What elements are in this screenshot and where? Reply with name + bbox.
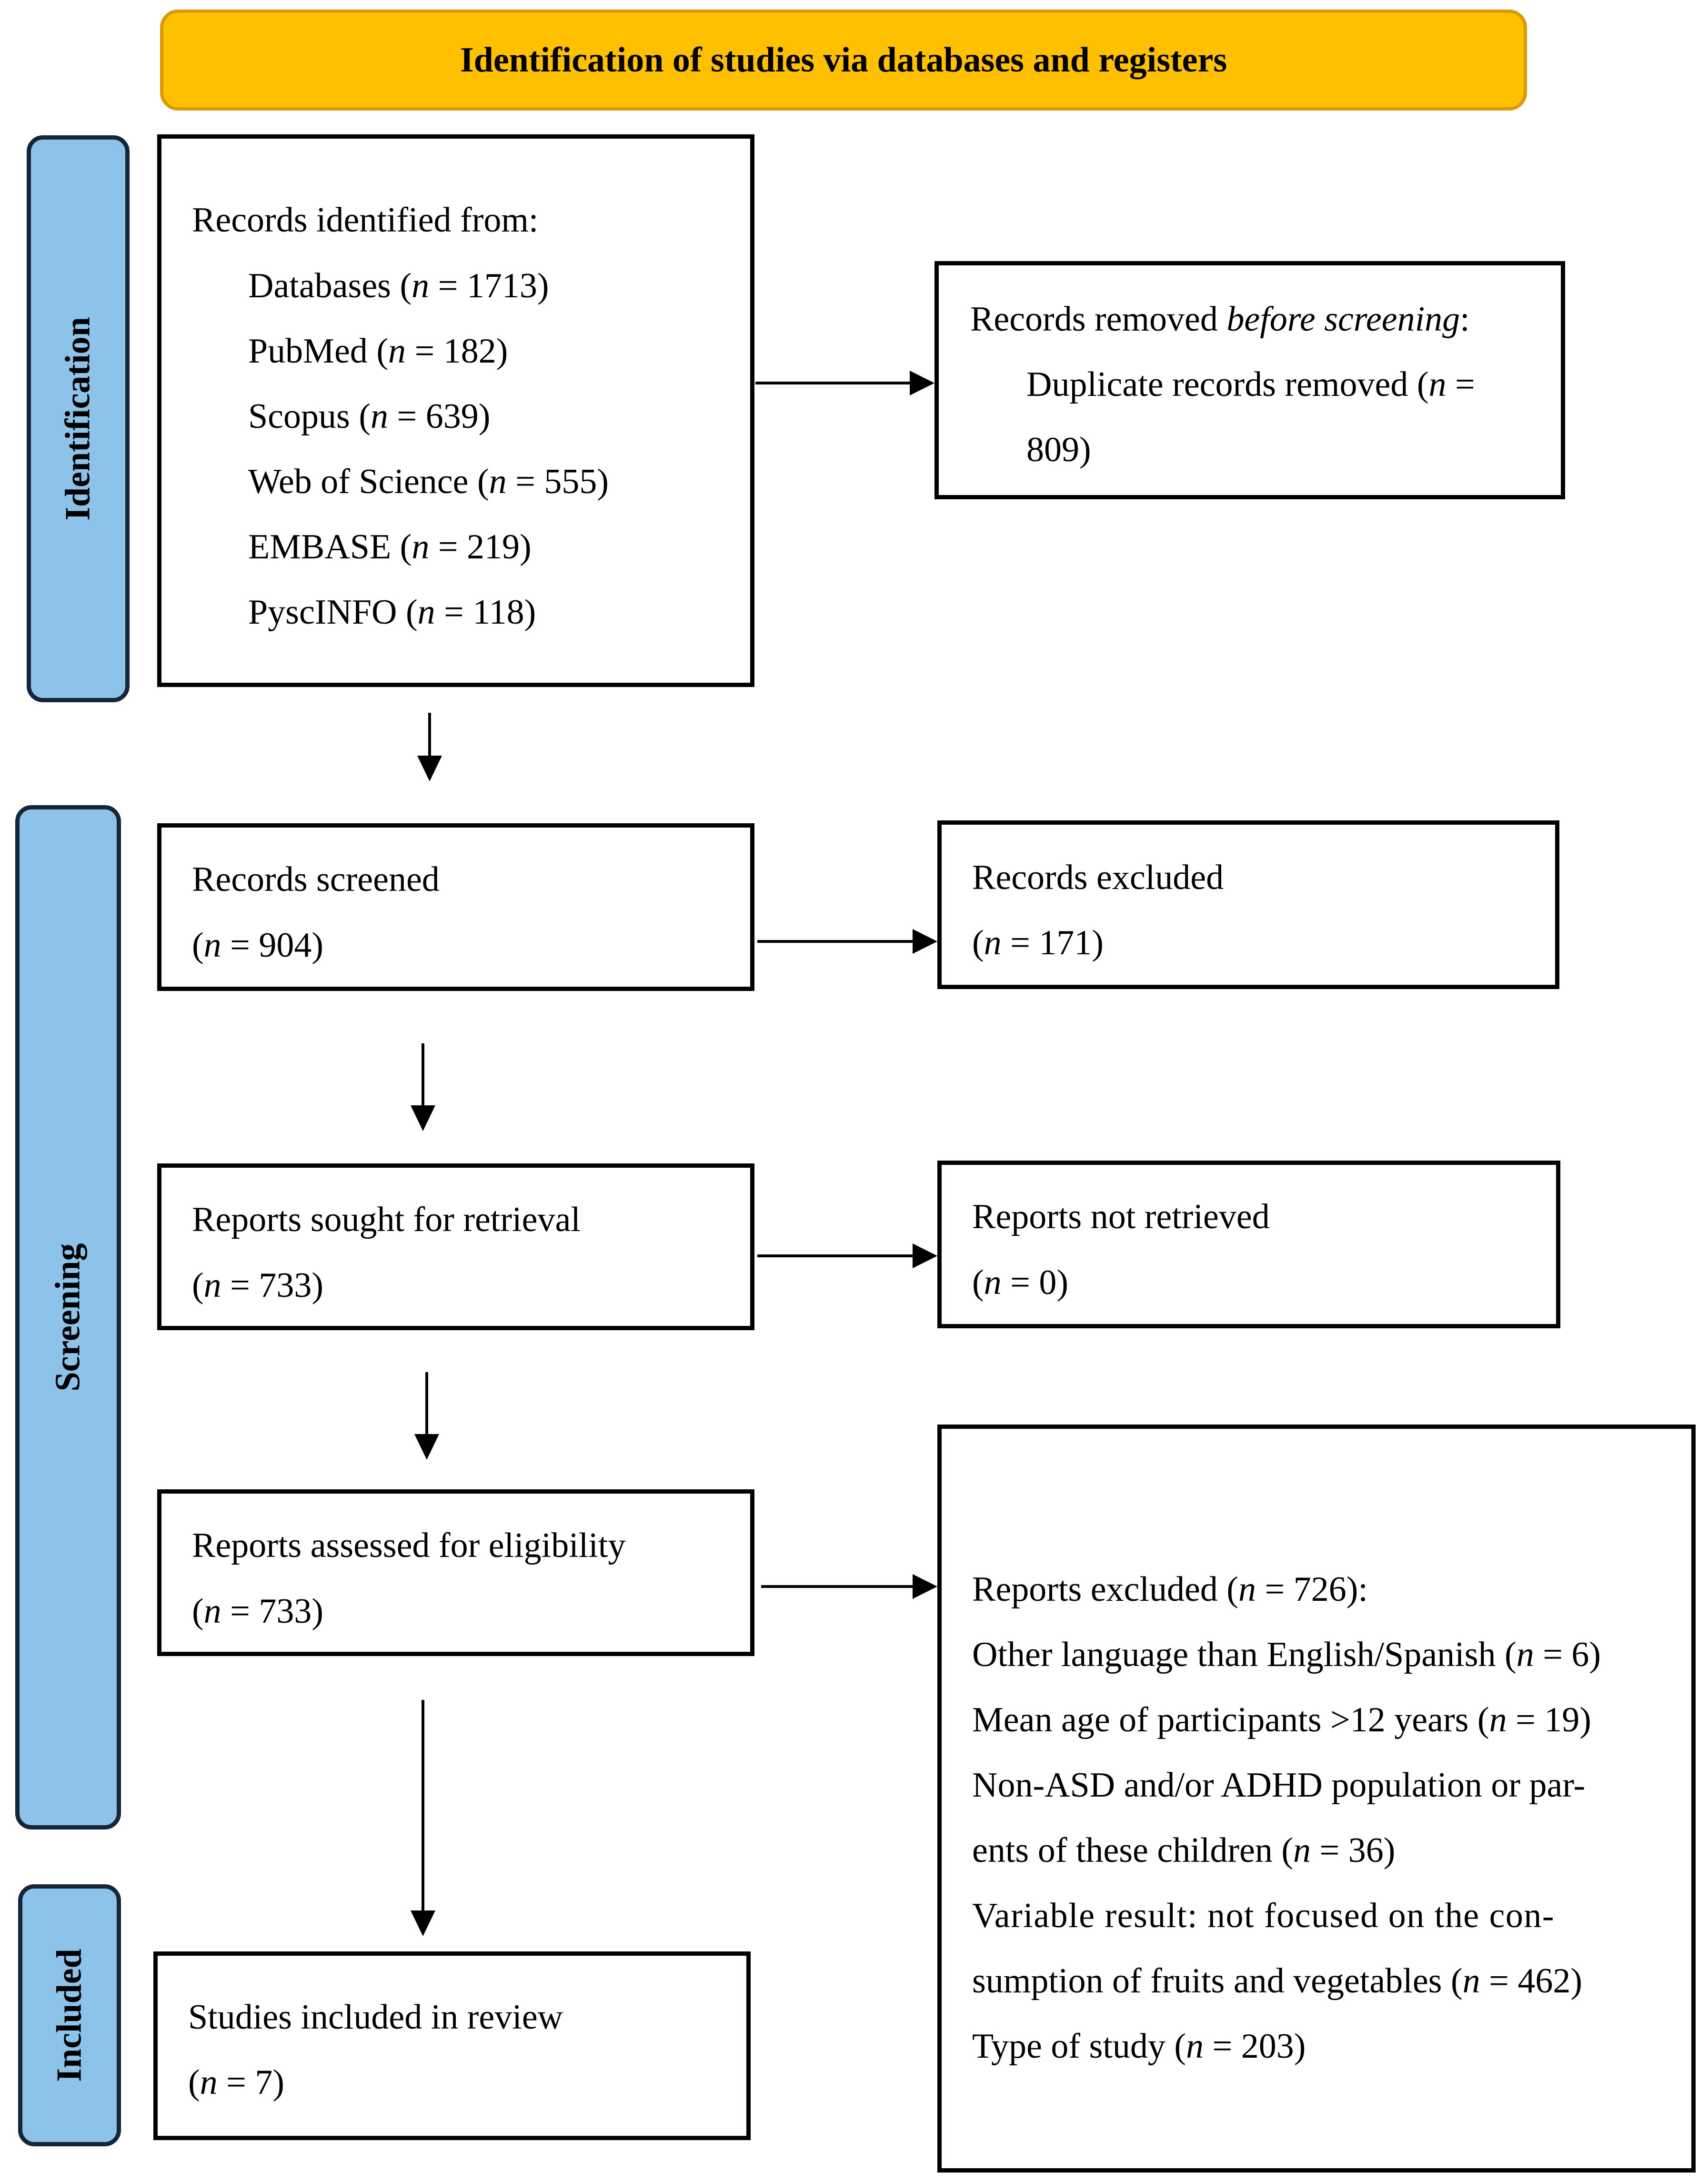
arrowhead-screened-to-excluded: [913, 929, 937, 954]
records-identified-box: Records identified from: Databases (n = …: [157, 134, 754, 687]
duplicate-records-count: 809): [1026, 430, 1091, 469]
studies-included-label: Studies included in review: [188, 1998, 563, 2037]
records-screened-count: (n = 904): [192, 926, 324, 965]
reports-not-retrieved-count: (n = 0): [972, 1263, 1069, 1302]
exclusion-reason-age: Mean age of participants >12 years (n = …: [972, 1700, 1591, 1739]
phase-included: Included: [18, 1884, 121, 2146]
exclusion-reason-variable-line2: sumption of fruits and vegetables (n = 4…: [972, 1961, 1583, 2001]
studies-included-count: (n = 7): [188, 2063, 285, 2102]
duplicate-records-line: Duplicate records removed (n =: [1026, 365, 1475, 404]
source-embase: EMBASE (n = 219): [248, 527, 532, 566]
arrowhead-assessed-to-reports-excluded: [913, 1574, 937, 1599]
exclusion-reason-study-type: Type of study (n = 203): [972, 2027, 1306, 2066]
records-excluded-count: (n = 171): [972, 923, 1104, 962]
arrowhead-identified-to-removed: [910, 371, 934, 395]
reports-assessed-count: (n = 733): [192, 1592, 324, 1631]
arrowhead-identified-to-screened: [417, 756, 442, 781]
exclusion-reason-language: Other language than English/Spanish (n =…: [972, 1635, 1601, 1674]
reports-assessed-label: Reports assessed for eligibility: [192, 1526, 626, 1565]
header-banner: Identification of studies via databases …: [160, 10, 1527, 111]
arrowhead-sought-to-not-retrieved: [913, 1243, 937, 1268]
header-title: Identification of studies via databases …: [460, 40, 1227, 80]
source-scopus: Scopus (n = 639): [248, 397, 491, 436]
records-screened-box: Records screened (n = 904): [157, 823, 754, 991]
studies-included-box: Studies included in review (n = 7): [153, 1951, 751, 2140]
reports-not-retrieved-box: Reports not retrieved (n = 0): [937, 1161, 1560, 1328]
reports-assessed-box: Reports assessed for eligibility (n = 73…: [157, 1489, 754, 1656]
arrowhead-sought-to-assessed: [414, 1434, 439, 1460]
reports-excluded-heading: Reports excluded (n = 726):: [972, 1570, 1368, 1609]
arrowhead-screened-to-sought: [411, 1105, 435, 1131]
source-pyscinfo: PyscINFO (n = 118): [248, 593, 536, 632]
records-excluded-box: Records excluded (n = 171): [937, 820, 1559, 989]
reports-sought-count: (n = 733): [192, 1266, 324, 1305]
source-web-of-science: Web of Science (n = 555): [248, 462, 609, 501]
records-screened-label: Records screened: [192, 860, 440, 899]
records-removed-box: Records removed before screening: Duplic…: [934, 261, 1565, 499]
reports-excluded-box: Reports excluded (n = 726): Other langua…: [937, 1425, 1696, 2173]
reports-not-retrieved-label: Reports not retrieved: [972, 1197, 1270, 1236]
source-databases: Databases (n = 1713): [248, 266, 549, 305]
records-identified-heading: Records identified from:: [192, 201, 539, 240]
records-removed-heading: Records removed before screening:: [970, 300, 1470, 339]
phase-screening: Screening: [15, 805, 121, 1829]
exclusion-reason-population-line1: Non-ASD and/or ADHD population or par-: [972, 1766, 1586, 1805]
exclusion-reason-variable-line1: Variable result: not focused on the con-: [972, 1896, 1555, 1935]
records-excluded-label: Records excluded: [972, 858, 1224, 897]
reports-sought-label: Reports sought for retrieval: [192, 1200, 581, 1239]
reports-sought-box: Reports sought for retrieval (n = 733): [157, 1163, 754, 1330]
source-pubmed: PubMed (n = 182): [248, 332, 508, 371]
phase-identification: Identification: [27, 135, 130, 702]
arrowhead-assessed-to-included: [411, 1910, 435, 1936]
exclusion-reason-population-line2: ents of these children (n = 36): [972, 1831, 1396, 1870]
